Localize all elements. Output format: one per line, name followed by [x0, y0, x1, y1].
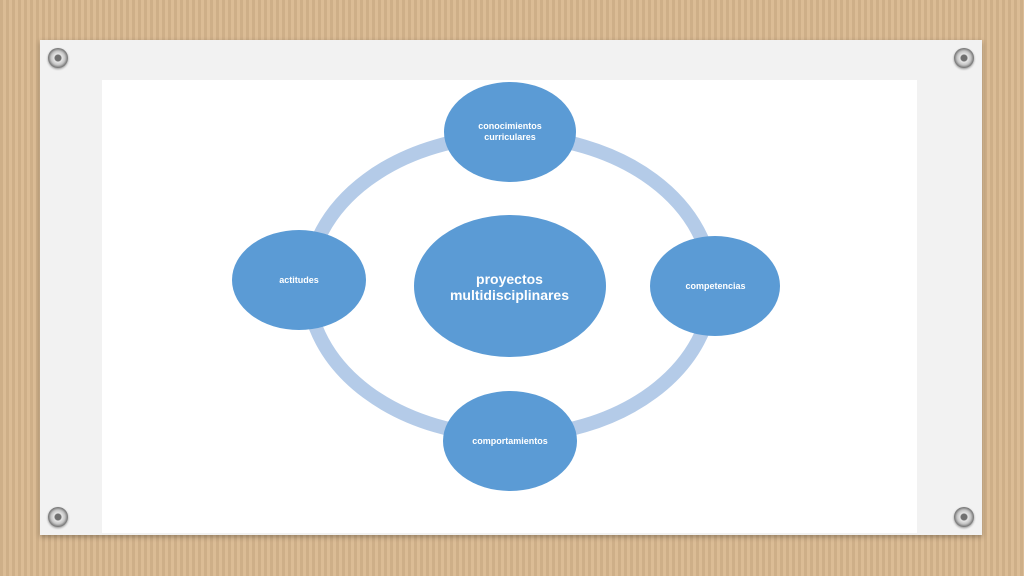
node-bottom-shape — [443, 391, 577, 491]
grommet-icon — [48, 507, 68, 527]
node-center: proyectos multidisciplinares — [413, 215, 606, 358]
node-center-shape — [414, 215, 606, 357]
grommet-icon — [954, 48, 974, 68]
node-top-shape — [444, 82, 576, 182]
node-center-label: proyectos multidisciplinares — [449, 270, 570, 303]
node-top: conocimientos curriculares — [444, 82, 576, 182]
node-right-shape — [650, 236, 780, 336]
grommet-icon — [954, 507, 974, 527]
node-left: actitudes — [232, 230, 366, 330]
node-bottom-label: comportamientos — [472, 436, 548, 446]
node-left-shape — [232, 230, 366, 330]
node-left-label: actitudes — [279, 275, 319, 285]
grommet-icon — [48, 48, 68, 68]
node-top-label: conocimientos curriculares — [478, 121, 542, 142]
node-bottom: comportamientos — [443, 391, 577, 491]
node-right: competencias — [650, 236, 781, 336]
node-right-label: competencias — [685, 281, 746, 291]
